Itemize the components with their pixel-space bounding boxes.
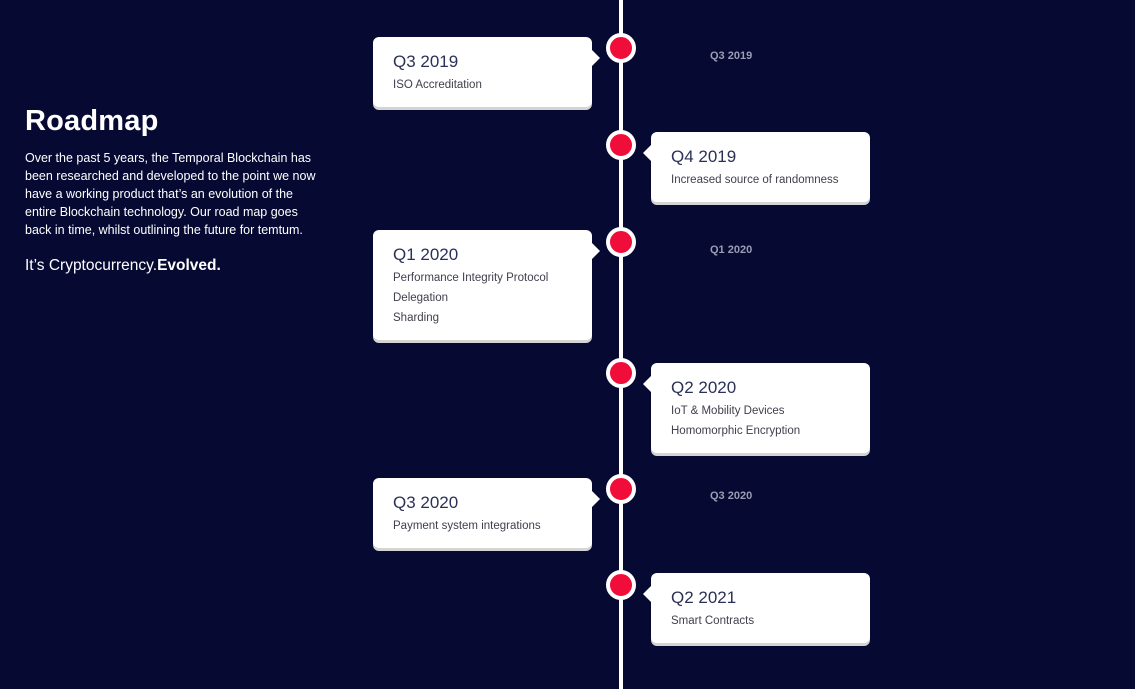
tagline-emphasis: Evolved. xyxy=(157,257,221,274)
timeline-dot xyxy=(606,570,636,600)
intro-tagline: It’s Cryptocurrency.Evolved. xyxy=(25,257,221,275)
timeline-card: Q3 2019 ISO Accreditation xyxy=(373,37,600,107)
intro-description: Over the past 5 years, the Temporal Bloc… xyxy=(25,151,316,237)
tagline-prefix: It’s Cryptocurrency. xyxy=(25,257,158,274)
card-line: IoT & Mobility Devices xyxy=(671,405,785,417)
timeline-card: Q2 2021 Smart Contracts xyxy=(643,573,870,643)
card-line: Delegation xyxy=(393,292,448,304)
opposite-date-label: Q3 2020 xyxy=(710,490,753,502)
card-date: Q2 2020 xyxy=(671,378,737,397)
page-title: Roadmap xyxy=(25,105,159,137)
card-line: Performance Integrity Protocol xyxy=(393,272,549,284)
card-line: Increased source of randomness xyxy=(671,174,839,186)
opposite-date-label: Q1 2020 xyxy=(710,244,753,256)
opposite-date-label: Q3 2019 xyxy=(710,50,753,62)
card-date: Q1 2020 xyxy=(393,245,459,264)
timeline-card: Q1 2020 Performance Integrity Protocol D… xyxy=(373,230,600,340)
card-line: Smart Contracts xyxy=(671,615,755,627)
timeline-card: Q3 2020 Payment system integrations xyxy=(373,478,600,548)
card-line: Homomorphic Encryption xyxy=(671,425,801,437)
card-line: Payment system integrations xyxy=(393,520,541,532)
card-date: Q2 2021 xyxy=(671,588,737,607)
timeline-dot xyxy=(606,474,636,504)
timeline-card: Q4 2019 Increased source of randomness xyxy=(643,132,870,202)
timeline-dot xyxy=(606,227,636,257)
timeline-dot xyxy=(606,130,636,160)
card-date: Q3 2019 xyxy=(393,52,459,71)
timeline-card: Q2 2020 IoT & Mobility Devices Homomorph… xyxy=(643,363,870,453)
card-line: Sharding xyxy=(393,312,440,324)
timeline-line xyxy=(619,0,623,689)
timeline-dot xyxy=(606,33,636,63)
card-date: Q4 2019 xyxy=(671,147,737,166)
card-line: ISO Accreditation xyxy=(393,79,482,91)
timeline-dot xyxy=(606,358,636,388)
card-date: Q3 2020 xyxy=(393,493,459,512)
